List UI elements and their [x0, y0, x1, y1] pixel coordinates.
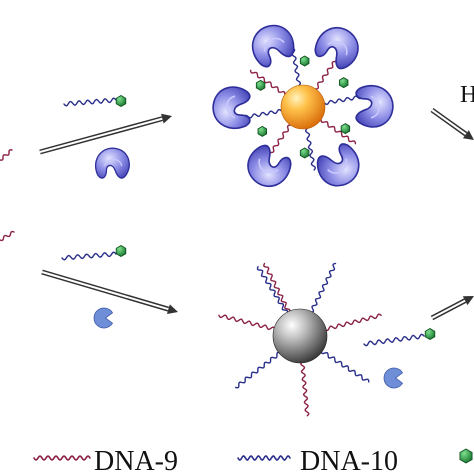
dna10-strand	[310, 262, 337, 314]
reaction-arrow	[430, 296, 474, 321]
dna10-strand	[256, 266, 289, 315]
dna10-strand	[235, 351, 281, 389]
protein-shapes	[93, 24, 404, 389]
dna9-strand	[218, 314, 276, 331]
ligand-icon	[340, 123, 351, 135]
ligand-icon	[257, 125, 267, 137]
ligand-icon	[424, 328, 436, 340]
dna-strands	[0, 43, 425, 417]
dna9-strand	[0, 230, 15, 242]
protein-icon	[212, 86, 251, 130]
ligand-icon	[299, 147, 310, 159]
legend-dna9-swatch	[33, 455, 91, 461]
ligand-dots	[115, 55, 436, 340]
nanoparticles	[272, 84, 328, 364]
reaction-arrow	[39, 113, 172, 155]
dna10-strand	[363, 333, 425, 347]
legend-dna10-label: DNA-10	[300, 446, 398, 474]
ligand-icon	[115, 95, 127, 107]
protein-icon	[355, 84, 394, 128]
dna9-strand	[0, 149, 13, 161]
dna10-strand	[304, 127, 317, 171]
protein-icon	[251, 24, 295, 68]
ligand-icon	[115, 245, 127, 257]
protein-icon	[383, 367, 404, 389]
legend-dna9-label: DNA-9	[94, 446, 178, 474]
dna9-strand	[249, 69, 286, 96]
ligand-icon	[299, 55, 310, 67]
legend	[33, 448, 473, 464]
protein-icon	[95, 147, 130, 179]
protein-icon	[93, 307, 114, 329]
dna9-strand	[320, 118, 357, 145]
reaction-arrow	[430, 107, 474, 140]
gold-nanoparticle	[280, 84, 326, 130]
dna10-strand	[61, 251, 117, 261]
dna10-strand	[320, 350, 370, 383]
dna10-strand	[63, 97, 117, 107]
dna10-strand	[289, 43, 302, 86]
protein-icon	[247, 144, 292, 187]
legend-ligand-icon	[459, 448, 473, 464]
reaction-arrow	[41, 269, 178, 314]
reaction-arrows	[39, 107, 474, 321]
protein-icon	[316, 143, 360, 187]
dna9-strand	[324, 313, 382, 332]
ligand-icon	[339, 77, 349, 89]
legend-dna10-swatch	[237, 455, 291, 461]
edge-label-top: H	[460, 82, 474, 108]
protein-icon	[314, 27, 359, 70]
ligand-icon	[255, 79, 266, 91]
dna9-strand	[263, 262, 291, 314]
grey-nanoparticle	[272, 308, 328, 364]
dna9-strand	[300, 361, 310, 417]
